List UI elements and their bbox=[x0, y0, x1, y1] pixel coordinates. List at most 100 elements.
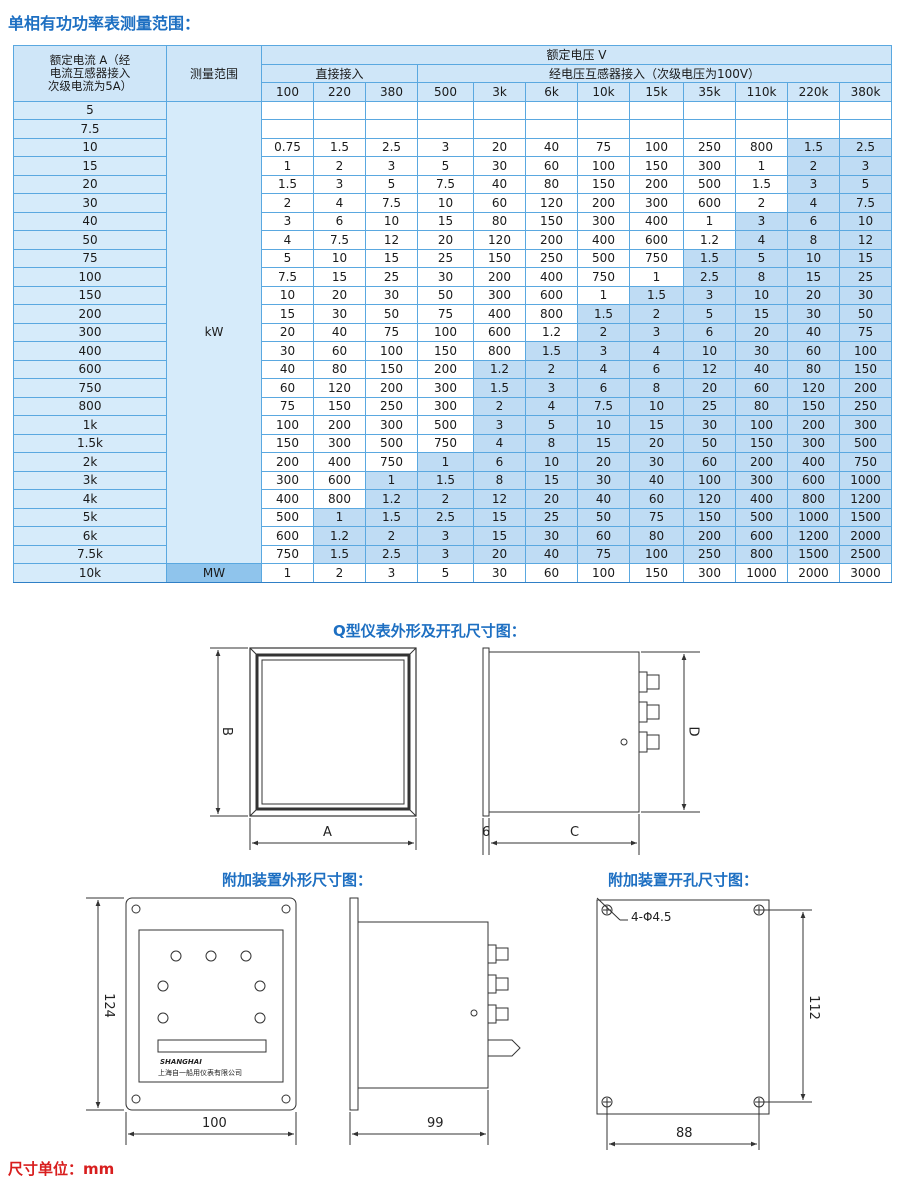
header-voltage-value: 3k bbox=[473, 82, 526, 102]
value-cell: 250 bbox=[365, 396, 418, 416]
current-cell: 50 bbox=[13, 230, 167, 250]
value-cell: 80 bbox=[473, 211, 526, 231]
value-cell: 0.75 bbox=[261, 137, 314, 157]
value-cell: 80 bbox=[735, 396, 788, 416]
value-cell: 20 bbox=[683, 378, 736, 398]
value-cell: 20 bbox=[787, 285, 840, 305]
value-cell: 300 bbox=[735, 470, 788, 490]
unit-kw-cell: kW bbox=[166, 100, 262, 564]
value-cell: 100 bbox=[683, 470, 736, 490]
value-cell: 4 bbox=[577, 359, 630, 379]
value-cell: 2500 bbox=[839, 544, 892, 564]
value-cell: 3 bbox=[839, 156, 892, 176]
value-cell: 75 bbox=[577, 137, 630, 157]
value-cell: 5 bbox=[735, 248, 788, 268]
value-cell: 5 bbox=[525, 415, 578, 435]
current-cell: 2k bbox=[13, 452, 167, 472]
value-cell: 4 bbox=[787, 193, 840, 213]
value-cell: 200 bbox=[629, 174, 684, 194]
aux-height-label: 124 bbox=[100, 993, 116, 1018]
current-cell: 40 bbox=[13, 211, 167, 231]
value-cell: 600 bbox=[629, 230, 684, 250]
value-cell: 50 bbox=[683, 433, 736, 453]
value-cell: 40 bbox=[525, 137, 578, 157]
value-cell: 30 bbox=[261, 341, 314, 361]
value-cell: 30 bbox=[473, 563, 526, 583]
unit-note: 尺寸单位：mm bbox=[8, 1160, 115, 1178]
value-cell: 500 bbox=[417, 415, 474, 435]
value-cell: 6 bbox=[629, 359, 684, 379]
current-cell: 7.5 bbox=[13, 119, 167, 139]
value-cell: 300 bbox=[473, 285, 526, 305]
value-cell: 3 bbox=[629, 322, 684, 342]
value-cell: 15 bbox=[417, 211, 474, 231]
value-cell: 4 bbox=[525, 396, 578, 416]
value-cell: 100 bbox=[577, 156, 630, 176]
value-cell: 4 bbox=[629, 341, 684, 361]
value-cell: 120 bbox=[787, 378, 840, 398]
value-cell: 5 bbox=[683, 304, 736, 324]
value-cell: 25 bbox=[683, 396, 736, 416]
value-cell: 2.5 bbox=[839, 137, 892, 157]
value-cell: 40 bbox=[629, 470, 684, 490]
value-cell: 150 bbox=[629, 563, 684, 583]
value-cell: 300 bbox=[417, 378, 474, 398]
value-cell: 12 bbox=[365, 230, 418, 250]
current-cell: 200 bbox=[13, 304, 167, 324]
value-cell: 150 bbox=[787, 396, 840, 416]
unit-mw-cell: MW bbox=[166, 563, 262, 583]
value-cell: 3 bbox=[577, 341, 630, 361]
page-title: 单相有功功率表测量范围： bbox=[8, 14, 201, 33]
value-cell: 1000 bbox=[839, 470, 892, 490]
value-cell: 15 bbox=[787, 267, 840, 287]
value-cell: 20 bbox=[313, 285, 366, 305]
value-cell: 1.5 bbox=[417, 470, 474, 490]
value-cell: 60 bbox=[787, 341, 840, 361]
value-cell: 300 bbox=[787, 433, 840, 453]
value-cell: 30 bbox=[787, 304, 840, 324]
value-cell: 6 bbox=[787, 211, 840, 231]
value-cell: 12 bbox=[473, 489, 526, 509]
q-meter-front-view bbox=[210, 647, 417, 850]
value-cell: 400 bbox=[629, 211, 684, 231]
value-cell: 30 bbox=[683, 415, 736, 435]
q-meter-drawing-title: Q型仪表外形及开孔尺寸图： bbox=[333, 622, 526, 640]
value-cell: 2 bbox=[787, 156, 840, 176]
value-cell: 20 bbox=[473, 137, 526, 157]
value-cell: 75 bbox=[417, 304, 474, 324]
value-cell: 800 bbox=[473, 341, 526, 361]
current-cell: 600 bbox=[13, 359, 167, 379]
value-cell: 10 bbox=[525, 452, 578, 472]
value-cell: 2.5 bbox=[365, 137, 418, 157]
dim-six-label: 6 bbox=[482, 825, 491, 840]
value-cell: 10 bbox=[629, 396, 684, 416]
value-cell: 1.5 bbox=[525, 341, 578, 361]
header-voltage: 额定电压 V bbox=[261, 45, 892, 65]
value-cell: 1000 bbox=[735, 563, 788, 583]
value-cell: 750 bbox=[577, 267, 630, 287]
current-cell: 750 bbox=[13, 378, 167, 398]
value-cell: 2 bbox=[365, 526, 418, 546]
value-cell: 15 bbox=[735, 304, 788, 324]
header-voltage-value: 100 bbox=[261, 82, 314, 102]
value-cell: 8 bbox=[525, 433, 578, 453]
value-cell: 200 bbox=[839, 378, 892, 398]
cutout-width-label: 88 bbox=[676, 1126, 693, 1141]
value-cell: 300 bbox=[683, 563, 736, 583]
header-voltage-value: 220k bbox=[787, 82, 840, 102]
current-cell: 3k bbox=[13, 470, 167, 490]
value-cell: 15 bbox=[577, 433, 630, 453]
aux-depth-label: 99 bbox=[427, 1116, 444, 1131]
aux-device-front-view bbox=[86, 897, 297, 1145]
value-cell: 25 bbox=[839, 267, 892, 287]
current-cell: 30 bbox=[13, 193, 167, 213]
value-cell: 100 bbox=[735, 415, 788, 435]
value-cell: 1.5 bbox=[629, 285, 684, 305]
